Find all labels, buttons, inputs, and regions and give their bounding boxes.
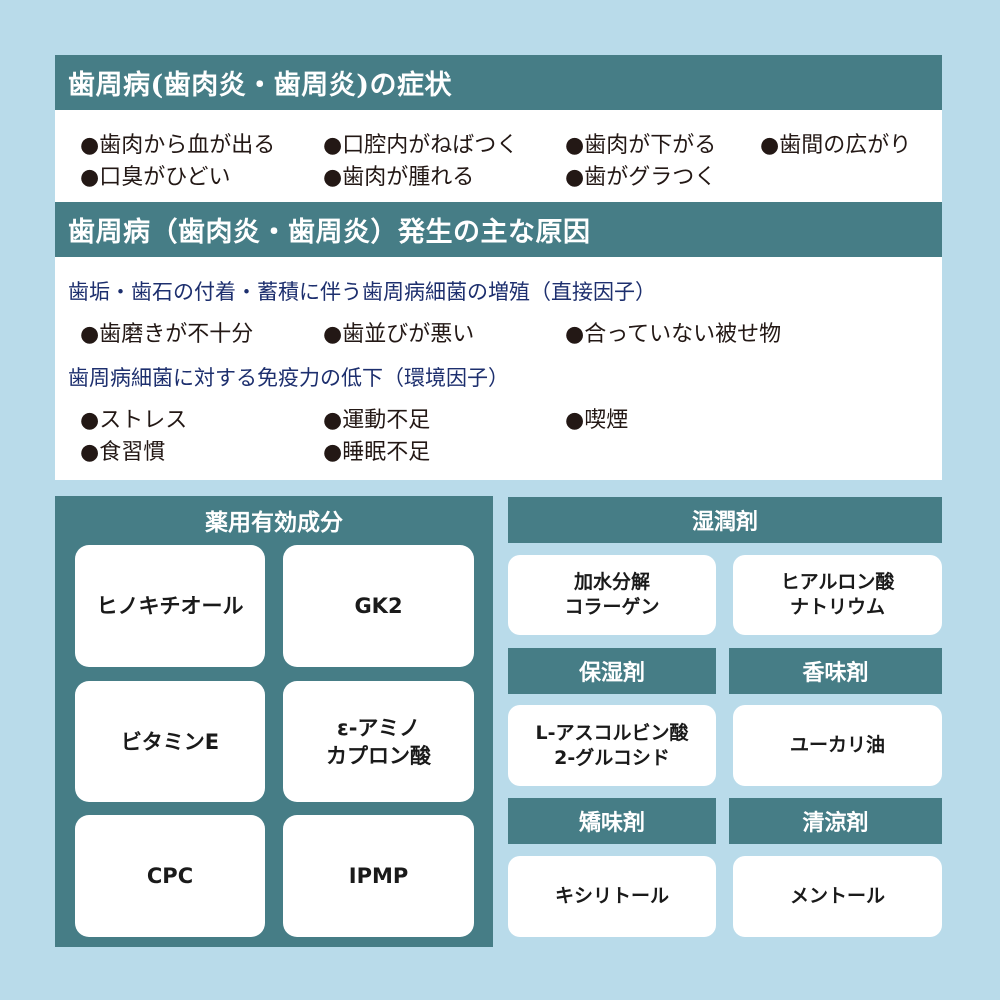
- environmental-factor-heading: 歯周病細菌に対する免疫力の低下（環境因子）: [68, 366, 509, 390]
- ingredient-card: ユーカリ油: [733, 705, 942, 786]
- flavoring-header: 香味剤: [729, 648, 942, 694]
- symptom-item: ●歯肉から血が出る: [80, 133, 276, 158]
- symptom-item: ●口腔内がねばつく: [323, 133, 519, 158]
- symptom-item: ●口臭がひどい: [80, 165, 231, 190]
- environmental-factor-item: ●ストレス: [80, 408, 188, 433]
- ingredient-card: ヒノキチオール: [75, 545, 265, 667]
- direct-factor-item: ●歯磨きが不十分: [80, 322, 254, 347]
- symptom-item: ●歯間の広がり: [760, 133, 912, 158]
- active-ingredients-panel: 薬用有効成分 ヒノキチオール GK2 ビタミンE ε-アミノ カプロン酸 CPC…: [55, 496, 493, 947]
- ingredient-card: IPMP: [283, 815, 474, 937]
- environmental-factor-item: ●食習慣: [80, 440, 166, 465]
- ingredient-card: GK2: [283, 545, 474, 667]
- ingredient-card: メントール: [733, 856, 942, 937]
- cooling-agent-header: 清涼剤: [729, 798, 942, 844]
- environmental-factor-item: ●睡眠不足: [323, 440, 431, 465]
- symptoms-header: 歯周病(歯肉炎・歯周炎)の症状: [55, 55, 942, 110]
- causes-header: 歯周病（歯肉炎・歯周炎）発生の主な原因: [55, 202, 942, 257]
- active-ingredients-title: 薬用有効成分: [205, 509, 343, 536]
- ingredient-card: 加水分解 コラーゲン: [508, 555, 716, 635]
- sweetener-header: 矯味剤: [508, 798, 716, 844]
- symptom-item: ●歯がグラつく: [565, 165, 717, 190]
- periodontal-info-panel: 歯周病(歯肉炎・歯周炎)の症状 ●歯肉から血が出る ●口腔内がねばつく ●歯肉が…: [55, 55, 942, 480]
- ingredient-card: ビタミンE: [75, 681, 265, 802]
- direct-factor-item: ●合っていない被せ物: [565, 322, 782, 347]
- ingredient-card: L-アスコルビン酸 2-グルコシド: [508, 705, 716, 786]
- direct-factor-item: ●歯並びが悪い: [323, 322, 475, 347]
- ingredient-card: CPC: [75, 815, 265, 937]
- environmental-factor-item: ●喫煙: [565, 408, 629, 433]
- ingredient-card: ヒアルロン酸 ナトリウム: [733, 555, 942, 635]
- ingredient-card: キシリトール: [508, 856, 716, 937]
- symptom-item: ●歯肉が腫れる: [323, 165, 475, 190]
- humectant-header: 湿潤剤: [508, 497, 942, 543]
- moisturizer-header: 保湿剤: [508, 648, 716, 694]
- symptom-item: ●歯肉が下がる: [565, 133, 717, 158]
- environmental-factor-item: ●運動不足: [323, 408, 431, 433]
- ingredient-card: ε-アミノ カプロン酸: [283, 681, 474, 802]
- direct-factor-heading: 歯垢・歯石の付着・蓄積に伴う歯周病細菌の増殖（直接因子）: [68, 280, 656, 304]
